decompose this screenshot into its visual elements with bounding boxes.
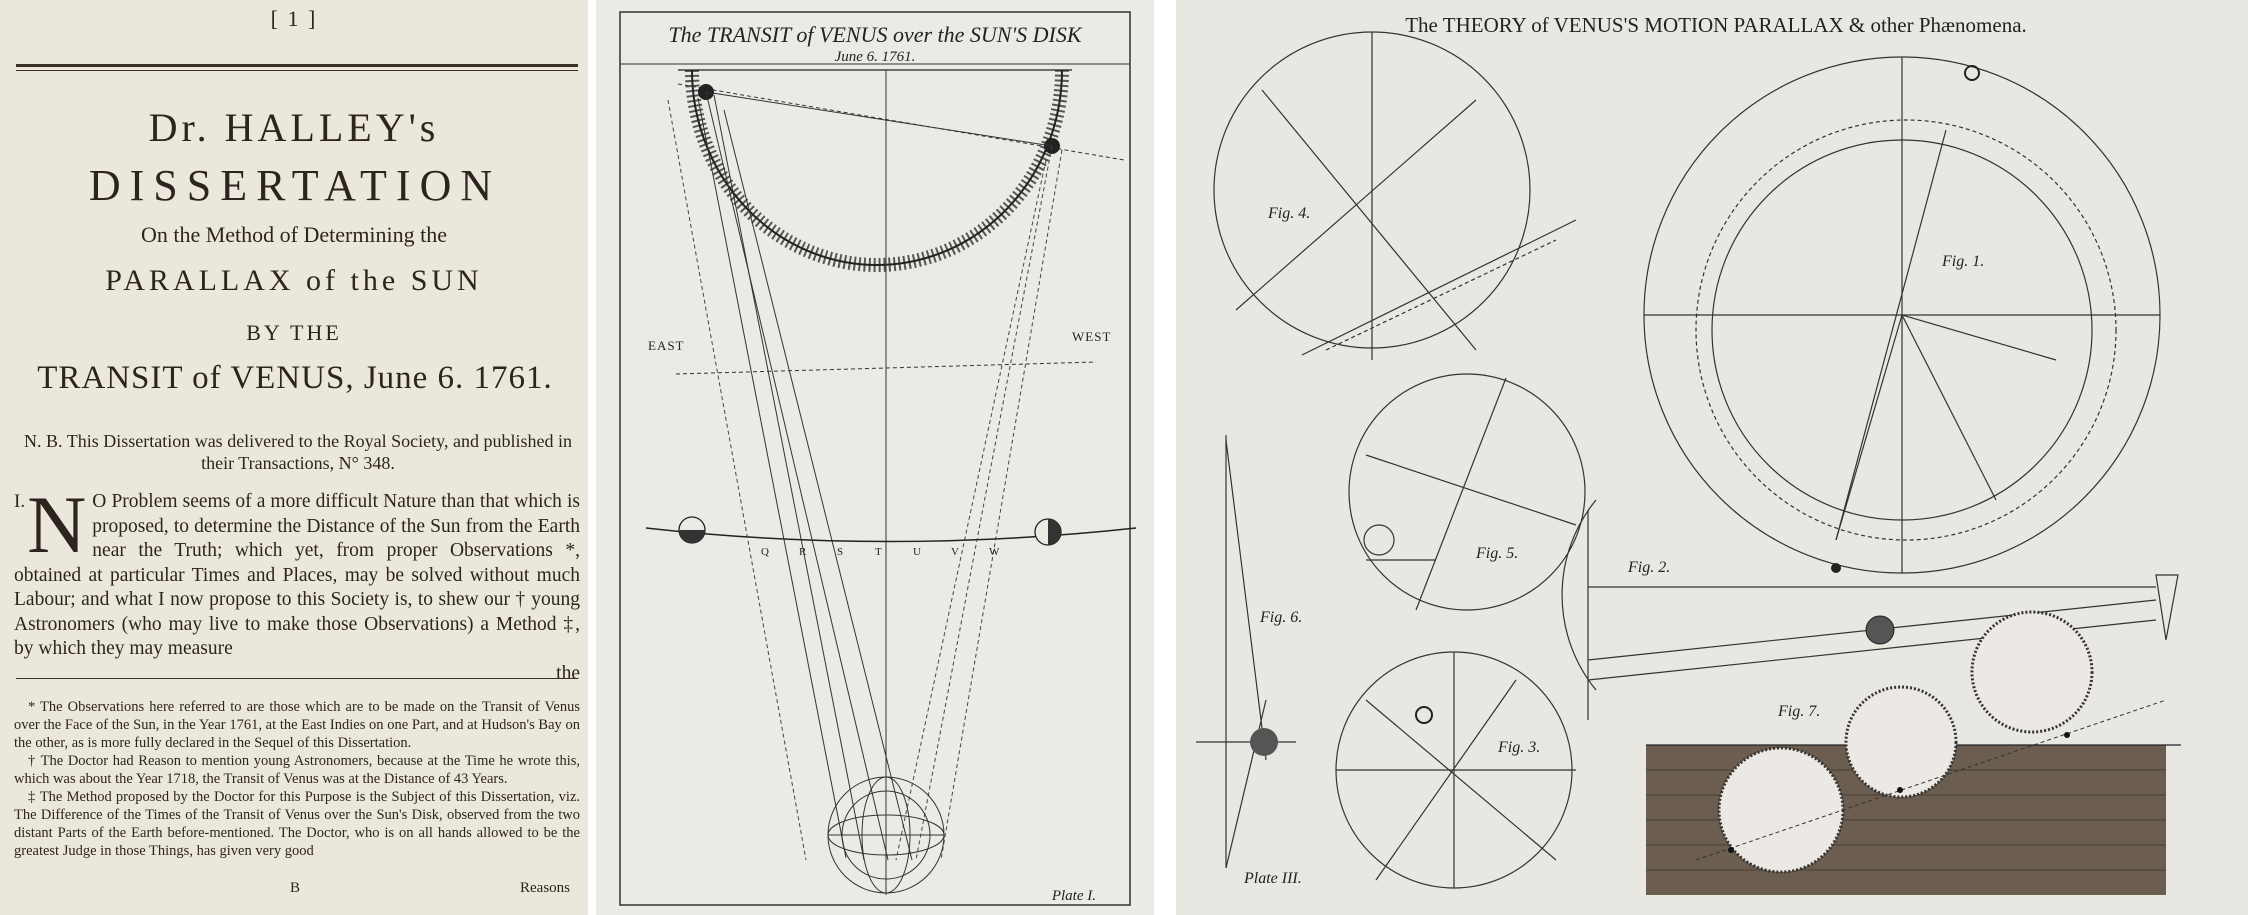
nb-note: N. B. This Dissertation was delivered to…: [24, 431, 572, 473]
title-dissertation: DISSERTATION: [88, 161, 502, 210]
footnotes: * The Observations here referred to are …: [14, 698, 580, 860]
body-text: O Problem seems of a more difficult Natu…: [14, 491, 580, 659]
fig5-label: Fig. 5.: [1475, 545, 1518, 562]
earth-circles: [827, 776, 945, 894]
fig7-venus-2: [1897, 787, 1903, 793]
fig5-diagram: [1348, 373, 1586, 611]
page-number: [ 1 ]: [270, 6, 318, 31]
fig6-diagram: [1196, 435, 1296, 869]
fig2-venus: [1865, 615, 1895, 645]
orbit-letter: W: [989, 546, 1000, 558]
sun-limb-rays: [685, 69, 1069, 272]
fig1-label: Fig. 1.: [1941, 253, 1984, 270]
title-method: On the Method of Determining the: [140, 222, 448, 247]
venus-orbit-left-shade: [679, 530, 705, 543]
footnote-3: ‡ The Method proposed by the Doctor for …: [14, 789, 580, 859]
orbit-letter: R: [799, 546, 807, 558]
sun-limb: [691, 69, 1063, 266]
title-transit: TRANSIT of VENUS, June 6. 1761.: [37, 360, 553, 396]
fig1-earth: [1831, 563, 1841, 573]
transit-chord: [705, 91, 1053, 147]
title-by-the: BY THE: [246, 320, 342, 345]
orbit-letter: Q: [761, 546, 769, 558]
fig7-sun-disks: [1717, 610, 2094, 874]
plate-theory-diagram: The THEORY of VENUS'S MOTION PARALLAX & …: [1176, 0, 2248, 915]
label-east: EAST: [648, 338, 685, 353]
plate-label: Plate III.: [1243, 870, 1302, 887]
plate-title: The THEORY of VENUS'S MOTION PARALLAX & …: [1405, 13, 2027, 37]
fig6-label: Fig. 6.: [1259, 609, 1302, 626]
footnote-1: * The Observations here referred to are …: [14, 699, 580, 751]
fig7-path: [1695, 699, 2167, 861]
fig4-label: Fig. 4.: [1267, 205, 1310, 222]
footnote-2: † The Doctor had Reason to mention young…: [14, 753, 580, 787]
drop-cap: N: [27, 479, 87, 570]
fig7-venus-3: [2064, 732, 2070, 738]
fig1-diagram: [1643, 56, 2161, 574]
plate-border: [619, 11, 1131, 906]
fig4-diagram: [1213, 31, 1577, 360]
top-rule: [16, 64, 578, 67]
plate-date: June 6. 1761.: [835, 49, 916, 65]
fig7-label: Fig. 7.: [1777, 703, 1820, 720]
dissertation-title-page: [ 1 ] Dr. HALLEY's DISSERTATION On the M…: [0, 0, 588, 915]
fig1-sun-symbol: [1964, 65, 1980, 81]
signature-mark: B: [290, 880, 301, 896]
fig3-label: Fig. 3.: [1497, 739, 1540, 756]
orbit-letter: V: [951, 546, 959, 558]
body-paragraph: I. N O Problem seems of a more difficult…: [14, 479, 580, 686]
catchword: Reasons: [520, 880, 570, 896]
fig6-earth: [1250, 728, 1278, 756]
orbit-letter: S: [837, 546, 843, 558]
plate-title: The TRANSIT of VENUS over the SUN'S DISK: [668, 22, 1082, 47]
body-last-word: the: [556, 662, 580, 684]
label-west: WEST: [1072, 329, 1111, 344]
plate-transit-diagram: The TRANSIT of VENUS over the SUN'S DISK…: [596, 0, 1154, 915]
footnote-rule: [16, 678, 578, 679]
top-rule-thin: [16, 70, 578, 71]
fig3-sun: [1415, 706, 1433, 724]
solid-rays: [697, 91, 913, 861]
theory-diagram-svg: The THEORY of VENUS'S MOTION PARALLAX & …: [1196, 13, 2181, 895]
title-parallax: PARALLAX of the SUN: [105, 264, 483, 297]
section-number: I.: [14, 491, 26, 512]
orbit-letter: T: [875, 546, 882, 558]
fig3-diagram: [1335, 651, 1576, 889]
transit-diagram-svg: The TRANSIT of VENUS over the SUN'S DISK…: [619, 11, 1137, 906]
venus-orbit-right-shade: [1048, 519, 1061, 545]
title-author: Dr. HALLEY's: [148, 105, 440, 150]
plate-label: Plate I.: [1051, 888, 1096, 904]
dashed-rays: [667, 99, 1063, 861]
fig2-label: Fig. 2.: [1627, 559, 1670, 576]
orbit-letter: U: [913, 546, 921, 558]
fig7-venus-1: [1728, 847, 1734, 853]
venus-orbit-arc: [645, 527, 1137, 543]
